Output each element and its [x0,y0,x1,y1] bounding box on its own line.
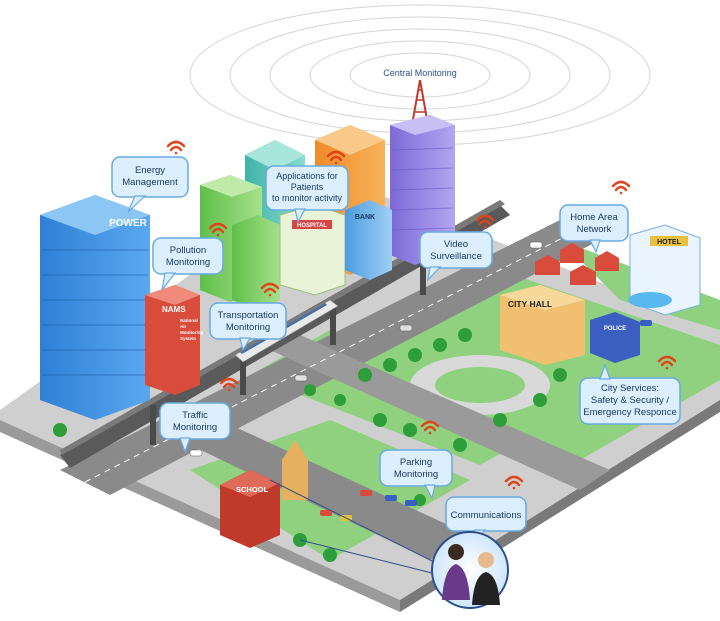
school-sign: SCHOOL [236,485,269,494]
callout-video-line1: Video [444,239,468,250]
callout-communications-line1: Communications [451,510,522,521]
person-woman [442,544,470,600]
wifi-icon [475,214,495,229]
callout-pollution-line2: Monitoring [166,257,210,268]
nams-sub-3: Monitoring [180,330,203,335]
city-hall: CITY HALL [500,285,585,365]
callout-video-line2: Surveillance [430,251,482,262]
trees [53,328,567,562]
callout-parking-line1: Parking [400,457,432,468]
wifi-icon [208,222,228,237]
wifi-icon [420,420,440,435]
wifi-icon [260,282,280,297]
bank-sign: BANK [355,214,375,221]
police-station: POLICE [590,312,640,363]
power-sign: POWER [109,218,148,229]
wifi-icon [219,377,239,392]
callout-pollution-line1: Pollution [170,245,206,256]
callout-energy: Energy Management [111,156,189,213]
callout-parking: Parking Monitoring [379,449,453,500]
hospital-sign: HOSPITAL [297,223,327,229]
purple-tower [390,115,455,265]
power-building: POWER [40,195,150,420]
bank-building: BANK [345,200,392,280]
communications-circle [269,479,509,609]
hotel-building: HOTEL [628,224,701,316]
callout-traffic-line1: Traffic [182,410,208,421]
callout-video: Video Surveillance [419,231,493,282]
callout-patients-line2: Patients [291,182,324,192]
callout-transportation-line2: Monitoring [226,322,270,333]
school-building: SCHOOL [220,470,280,548]
nams-sub-1: National [180,318,198,323]
callout-city-services: City Services: Safety & Security / Emerg… [579,363,681,425]
wifi-signals [166,140,677,490]
callout-pollution: Pollution Monitoring [152,237,224,291]
wifi-icon [611,180,631,195]
callout-patients-line3: to monitor activity [272,193,343,203]
callout-energy-line1: Energy [135,165,165,176]
callout-home: Home Area Network [559,204,629,254]
wifi-icon [504,475,524,490]
callout-patients: Applications for Patients to monitor act… [265,165,349,224]
callout-traffic-line2: Monitoring [173,422,217,433]
nams-sign: NAMS [162,305,186,314]
callout-transportation: Transportation Monitoring [209,302,287,352]
callout-parking-line2: Monitoring [394,469,438,480]
church [282,440,308,500]
police-sign: POLICE [604,326,626,332]
green-building-2 [232,215,280,310]
nams-sub-2: Air [180,324,187,329]
plaza-lawn [435,367,525,403]
callout-home-line2: Network [577,224,612,235]
callout-city-services-line2: Safety & Security / [591,395,670,406]
callout-patients-line1: Applications for [276,171,338,181]
callout-traffic: Traffic Monitoring [159,402,231,454]
central-monitoring-label: Central Monitoring [383,68,457,78]
callout-energy-line2: Management [122,177,178,188]
houses [535,243,619,285]
wifi-icon [326,150,346,165]
cars [189,241,652,521]
wifi-icon [657,355,677,370]
person-man [472,552,500,605]
pool [628,292,672,308]
hospital-building: HOSPITAL [279,204,346,296]
callout-city-services-line1: City Services: [601,383,659,394]
nams-sub-4: System [180,336,196,341]
city-hall-sign: CITY HALL [508,299,552,309]
callout-city-services-line3: Emergency Responce [583,407,676,418]
nams-building: NAMS National Air Monitoring System [145,285,203,395]
callout-home-line1: Home Area [570,212,618,223]
callout-transportation-line1: Transportation [218,310,279,321]
wifi-icon [166,140,186,155]
hotel-sign: HOTEL [657,239,681,246]
